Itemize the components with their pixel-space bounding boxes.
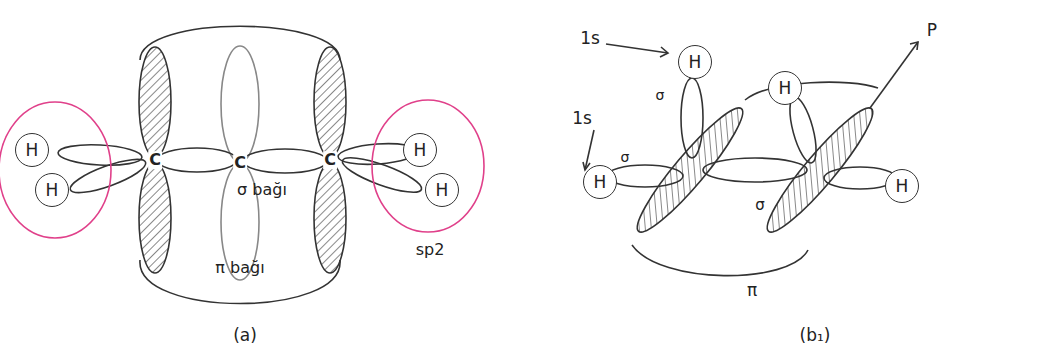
atom-symbol: H	[436, 180, 449, 200]
sigma-label: σ	[656, 88, 665, 103]
hydrogen-atom: H	[885, 169, 919, 203]
hybrid-label: sp2	[416, 241, 445, 259]
atom-symbol: H	[896, 176, 909, 196]
atom-symbol: H	[689, 52, 702, 72]
orbital-label: 1s	[572, 109, 592, 128]
carbon-atom: C	[148, 151, 162, 169]
pi-label: π	[747, 281, 757, 300]
bond-label: σ bağı	[237, 181, 287, 199]
hydrogen-atom: H	[15, 133, 49, 167]
hydrogen-atom: H	[768, 71, 802, 105]
orbital-label: 1s	[580, 29, 600, 48]
atom-symbol: H	[26, 140, 39, 160]
carbon-atom: C	[323, 151, 337, 169]
hydrogen-atom: H	[403, 133, 437, 167]
bond-label: π bağı	[215, 259, 264, 277]
hydrogen-atom: H	[678, 45, 712, 79]
hydrogen-atom: H	[425, 173, 459, 207]
sigma-label: σ	[621, 150, 630, 165]
panel-caption: (a)	[233, 326, 257, 345]
atom-symbol: H	[414, 140, 427, 160]
atom-symbol: H	[779, 78, 792, 98]
hydrogen-atom: H	[35, 173, 69, 207]
atom-symbol: H	[46, 180, 59, 200]
panel-caption: (b₁)	[800, 326, 831, 345]
atom-symbol: H	[594, 172, 607, 192]
orbital-label: P	[927, 21, 937, 40]
hydrogen-atom: H	[583, 165, 617, 199]
carbon-atom: C	[233, 154, 247, 172]
sigma-label: σ	[755, 197, 765, 214]
